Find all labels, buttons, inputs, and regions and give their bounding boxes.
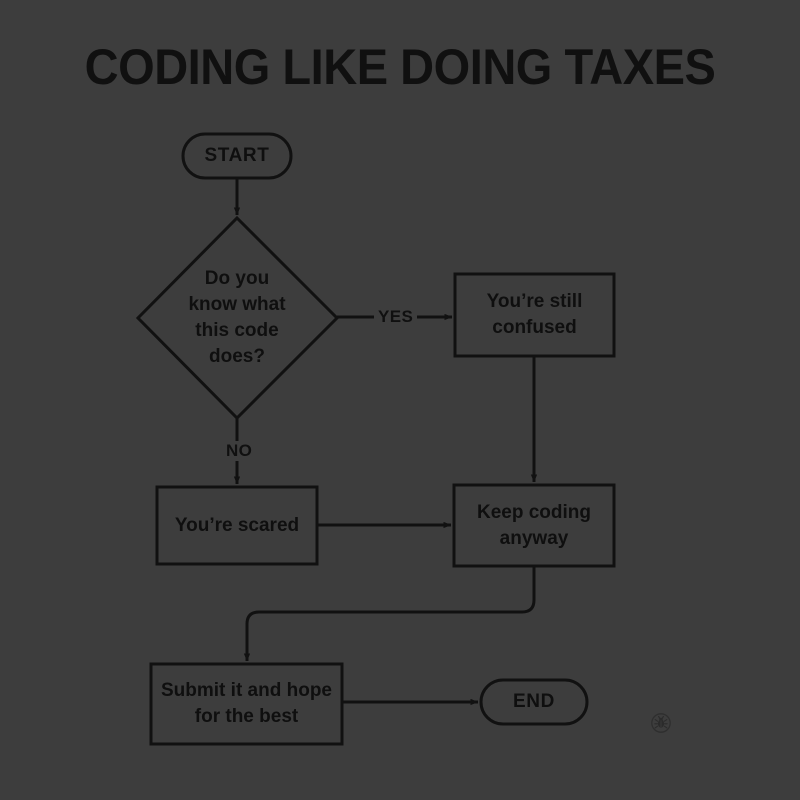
node-confused-shape[interactable]	[453, 272, 616, 358]
node-decision-shape[interactable]	[135, 215, 340, 421]
node-scared-shape[interactable]	[155, 485, 319, 566]
node-start-shape[interactable]	[181, 132, 293, 180]
node-submit-shape[interactable]	[149, 662, 344, 746]
edge-keep-to-submit	[243, 566, 536, 662]
node-end-shape[interactable]	[479, 678, 589, 726]
edge-label-no: NO	[222, 441, 257, 461]
page-title: CODING LIKE DOING TAXES	[84, 39, 716, 95]
node-keep-shape[interactable]	[452, 483, 616, 568]
edge-label-yes: YES	[374, 307, 418, 327]
bug-badge-icon	[651, 713, 671, 733]
